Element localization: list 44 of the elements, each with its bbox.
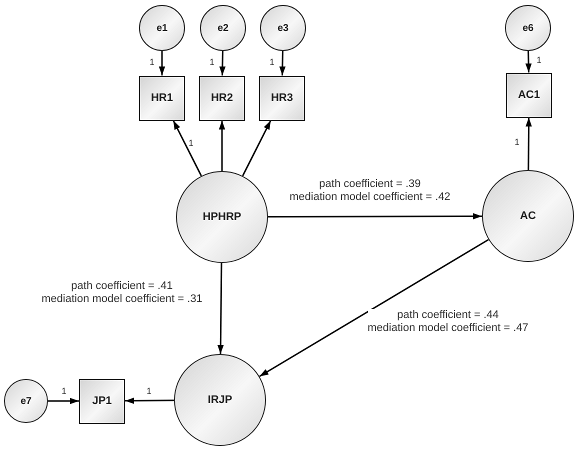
observed-variable-box bbox=[79, 378, 125, 424]
node-label: e6 bbox=[522, 22, 534, 34]
loading-label: 1 bbox=[268, 57, 276, 67]
node-label: AC1 bbox=[518, 89, 540, 101]
loading-label: 1 bbox=[536, 55, 543, 65]
arrow bbox=[525, 50, 532, 73]
node-label: IRJP bbox=[208, 394, 232, 406]
loading-label: 1 bbox=[188, 138, 195, 148]
loading-label: 1 bbox=[148, 57, 156, 67]
observed-variable-box bbox=[199, 76, 245, 120]
node-label: HR2 bbox=[210, 92, 233, 104]
arrow bbox=[526, 118, 532, 170]
loading-label: 1 bbox=[514, 137, 521, 147]
arrow bbox=[259, 238, 489, 378]
node-label: HPHRP bbox=[202, 211, 242, 223]
arrow bbox=[242, 120, 272, 176]
node-label: JP1 bbox=[92, 395, 112, 407]
arrow bbox=[217, 263, 224, 354]
arrow bbox=[219, 50, 226, 76]
error-term-circle bbox=[139, 5, 185, 51]
loading-label: 1 bbox=[60, 386, 68, 396]
node-label: HR1 bbox=[150, 92, 173, 104]
error-term-circle bbox=[200, 5, 246, 51]
observed-variable-box bbox=[506, 72, 552, 118]
error-term-circle bbox=[260, 5, 306, 51]
error-term-circle bbox=[4, 379, 48, 423]
arrow bbox=[268, 213, 482, 220]
error-term-circle bbox=[505, 5, 551, 51]
loading-label: 1 bbox=[208, 57, 216, 67]
observed-variable-box bbox=[139, 76, 185, 120]
arrow bbox=[48, 398, 79, 404]
arrow bbox=[279, 50, 286, 76]
loading-label: 1 bbox=[146, 386, 153, 396]
arrow bbox=[218, 120, 226, 171]
arrow bbox=[158, 51, 166, 76]
observed-variable-box bbox=[259, 76, 305, 120]
node-label: AC bbox=[520, 210, 536, 222]
node-label: e7 bbox=[20, 396, 32, 406]
arrow bbox=[125, 398, 174, 404]
node-label: e2 bbox=[217, 22, 229, 34]
node-label: e3 bbox=[277, 22, 289, 34]
node-label: e1 bbox=[156, 22, 168, 34]
node-label: HR3 bbox=[270, 92, 293, 104]
arrow bbox=[172, 120, 202, 176]
